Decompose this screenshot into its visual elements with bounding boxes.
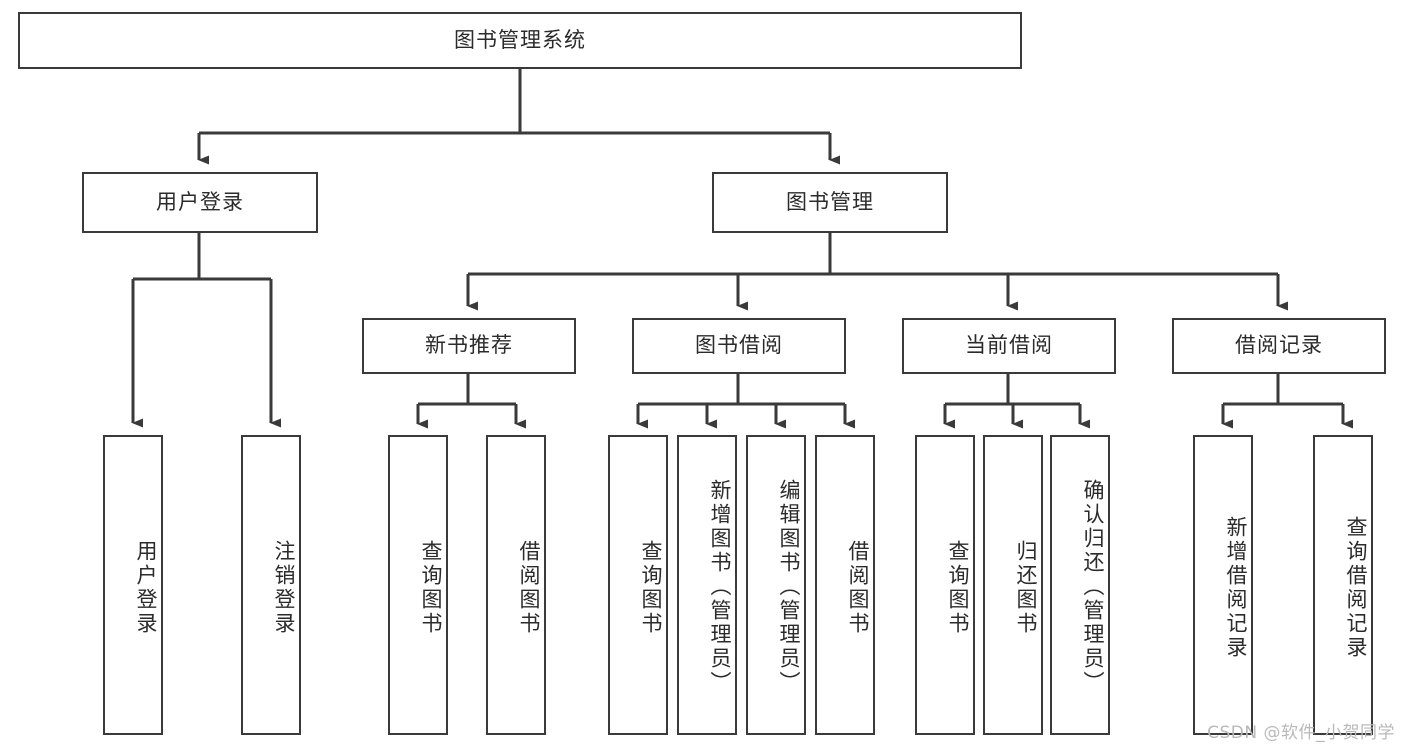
node-label: 新增借阅记录 <box>1224 516 1248 660</box>
node-label: 借阅图书 <box>846 540 870 636</box>
leaf-query-book-recommend[interactable]: 查询图书 <box>388 435 448 735</box>
node-label: 注销登录 <box>272 540 296 636</box>
node-label: 确认归还（管理员） <box>1081 479 1105 695</box>
node-label: 当前借阅 <box>965 333 1053 358</box>
node-label: 查询图书 <box>419 540 443 636</box>
leaf-user-logout[interactable]: 注销登录 <box>241 435 301 735</box>
node-label: 图书管理 <box>786 189 874 214</box>
leaf-edit-book-admin[interactable]: 编辑图书（管理员） <box>746 435 806 735</box>
leaf-user-login[interactable]: 用户登录 <box>103 435 163 735</box>
leaf-borrow-book-recommend[interactable]: 借阅图书 <box>486 435 546 735</box>
node-label: 用户登录 <box>134 540 158 636</box>
leaf-query-book-borrow[interactable]: 查询图书 <box>608 435 668 735</box>
node-label: 归还图书 <box>1014 540 1038 636</box>
leaf-confirm-return-admin[interactable]: 确认归还（管理员） <box>1050 435 1110 735</box>
leaf-borrow-book[interactable]: 借阅图书 <box>815 435 875 735</box>
node-user-login[interactable]: 用户登录 <box>82 172 318 233</box>
leaf-add-borrow-record[interactable]: 新增借阅记录 <box>1193 435 1253 735</box>
node-label: 新增图书（管理员） <box>708 479 732 695</box>
node-label: 图书管理系统 <box>454 27 586 52</box>
node-label: 查询图书 <box>946 540 970 636</box>
node-label: 用户登录 <box>156 189 244 214</box>
node-label: 图书借阅 <box>695 333 783 358</box>
node-label: 借阅图书 <box>517 540 541 636</box>
node-book-borrow[interactable]: 图书借阅 <box>632 318 846 374</box>
leaf-query-borrow-record[interactable]: 查询借阅记录 <box>1313 435 1373 735</box>
node-root[interactable]: 图书管理系统 <box>18 12 1022 69</box>
node-new-book-recommend[interactable]: 新书推荐 <box>362 318 576 374</box>
leaf-return-book[interactable]: 归还图书 <box>983 435 1043 735</box>
node-current-borrow[interactable]: 当前借阅 <box>902 318 1116 374</box>
node-label: 查询借阅记录 <box>1344 516 1368 660</box>
node-label: 借阅记录 <box>1235 333 1323 358</box>
watermark: CSDN @软件_小贺同学 <box>1207 723 1395 743</box>
node-book-management[interactable]: 图书管理 <box>712 172 948 233</box>
node-label: 编辑图书（管理员） <box>777 479 801 695</box>
node-label: 查询图书 <box>639 540 663 636</box>
leaf-query-book-current[interactable]: 查询图书 <box>915 435 975 735</box>
leaf-add-book-admin[interactable]: 新增图书（管理员） <box>677 435 737 735</box>
node-borrow-record[interactable]: 借阅记录 <box>1172 318 1386 374</box>
node-label: 新书推荐 <box>425 333 513 358</box>
